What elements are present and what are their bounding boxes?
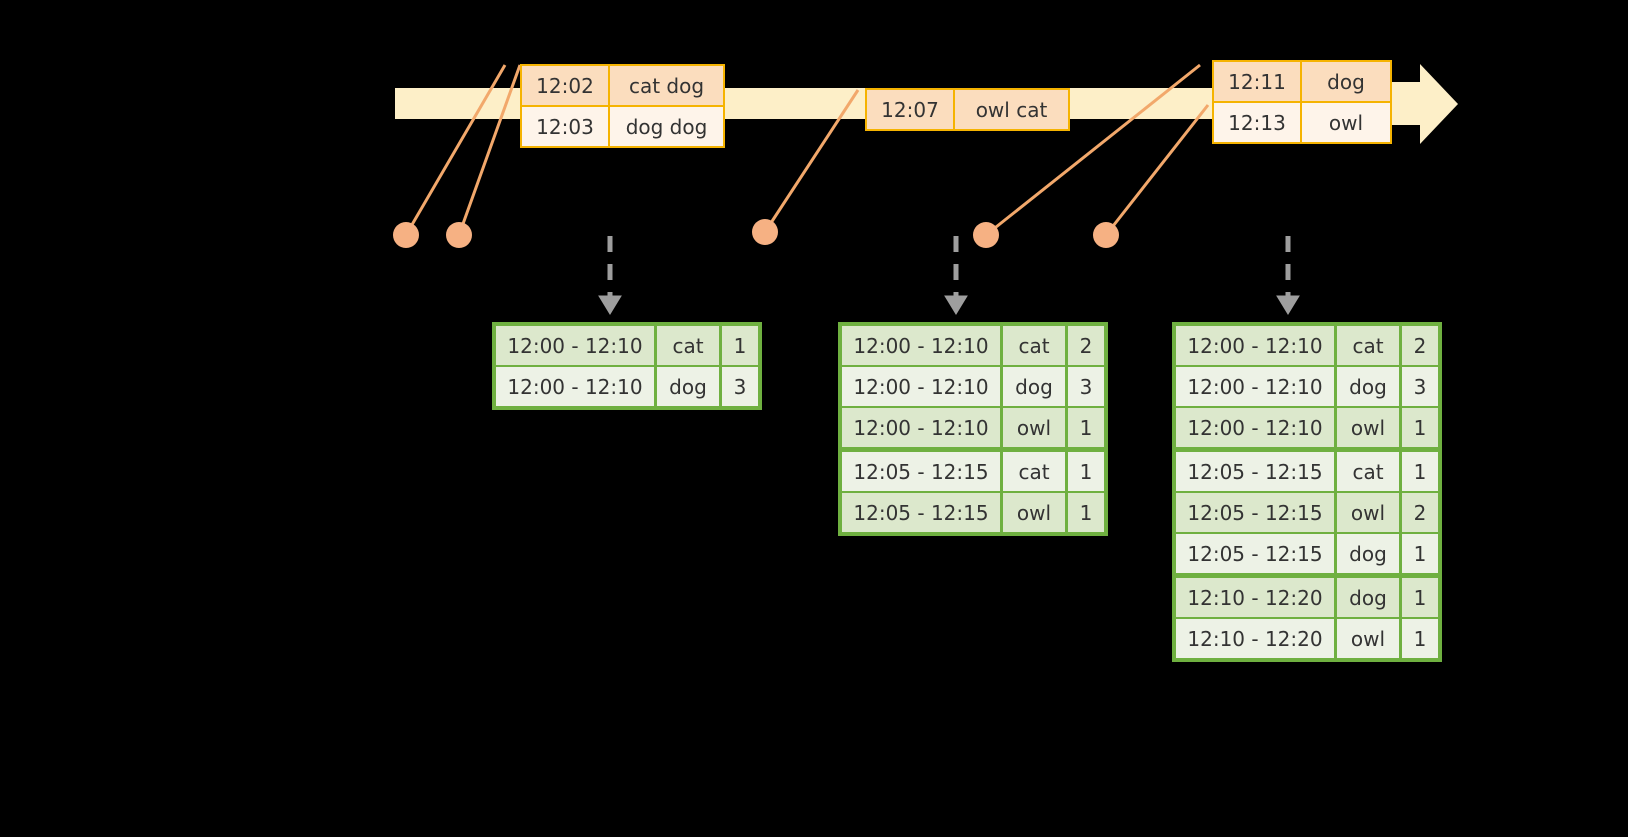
- table-cell-word: owl: [1337, 408, 1399, 447]
- event-words: owl cat: [975, 97, 1048, 122]
- table-cell-window: 12:05 - 12:15: [1176, 452, 1334, 491]
- table-cell-window: 12:05 - 12:15: [1176, 534, 1334, 573]
- table-cell-window: 12:10 - 12:20: [1176, 619, 1334, 658]
- table-cell-word: dog: [1337, 534, 1399, 573]
- table-cell-word: dog: [1337, 578, 1399, 617]
- event-time: 12:11: [1214, 62, 1302, 101]
- table-cell-count: 1: [1402, 534, 1438, 573]
- event-words: cat dog: [628, 73, 705, 98]
- table-cell-window: 12:00 - 12:10: [496, 326, 654, 365]
- table-cell-count: 3: [1402, 367, 1438, 406]
- table-cell-window: 12:00 - 12:10: [1176, 408, 1334, 447]
- timeline-event-box[interactable]: 12:07 owl cat: [865, 88, 1070, 131]
- connector-1202-dot: [393, 222, 419, 248]
- table-cell-count: 3: [1068, 367, 1104, 406]
- timeline-event-row: 12:07 owl cat: [867, 90, 1068, 129]
- table-cell-window: 12:00 - 12:10: [496, 367, 654, 406]
- connector-1213-dot: [1093, 222, 1119, 248]
- table-cell-word: dog: [657, 367, 719, 406]
- table-cell-count: 2: [1068, 326, 1104, 365]
- table-cell-word: owl: [1003, 493, 1065, 532]
- table-cell-word: dog: [1337, 367, 1399, 406]
- event-words: owl: [1328, 110, 1364, 135]
- table-cell-count: 1: [1068, 493, 1104, 532]
- event-time: 12:13: [1214, 103, 1302, 142]
- table-cell-window: 12:05 - 12:15: [842, 452, 1000, 491]
- table-cell-count: 2: [1402, 493, 1438, 532]
- table-cell-word: cat: [1337, 326, 1399, 365]
- table-cell-count: 1: [1402, 578, 1438, 617]
- table-cell-window: 12:00 - 12:10: [1176, 367, 1334, 406]
- event-time: 12:03: [522, 107, 610, 146]
- table-cell-count: 1: [1068, 408, 1104, 447]
- table-cell-count: 1: [1402, 452, 1438, 491]
- connector-1211: [985, 63, 1201, 237]
- table-cell-window: 12:00 - 12:10: [1176, 326, 1334, 365]
- table-cell-window: 12:00 - 12:10: [842, 367, 1000, 406]
- table-cell-word: cat: [1003, 326, 1065, 365]
- table-cell-count: 1: [722, 326, 758, 365]
- event-words: dog: [1327, 69, 1365, 94]
- timeline-event-row: 12:03 dog dog: [522, 105, 723, 146]
- timeline-event-box[interactable]: 12:02 cat dog 12:03 dog dog: [520, 64, 725, 148]
- connector-1211-dot: [973, 222, 999, 248]
- table-cell-window: 12:05 - 12:15: [1176, 493, 1334, 532]
- connector-1203-dot: [446, 222, 472, 248]
- connector-1207: [763, 89, 860, 233]
- table-cell-word: owl: [1337, 619, 1399, 658]
- table-cell-word: cat: [1003, 452, 1065, 491]
- table-cell-window: 12:10 - 12:20: [1176, 578, 1334, 617]
- table-cell-word: owl: [1337, 493, 1399, 532]
- table-cell-count: 3: [722, 367, 758, 406]
- table-cell-word: cat: [657, 326, 719, 365]
- timeline-event-row: 12:02 cat dog: [522, 66, 723, 105]
- table-cell-count: 2: [1402, 326, 1438, 365]
- table-cell-window: 12:05 - 12:15: [842, 493, 1000, 532]
- event-time: 12:02: [522, 66, 610, 105]
- connector-1203: [457, 64, 522, 236]
- table-cell-count: 1: [1402, 408, 1438, 447]
- table-cell-window: 12:00 - 12:10: [842, 326, 1000, 365]
- timeline-arrow-head-icon: [1420, 64, 1458, 144]
- timeline-event-box[interactable]: 12:11 dog 12:13 owl: [1212, 60, 1392, 144]
- table-cell-word: dog: [1003, 367, 1065, 406]
- dashed-arrow-table-1-head-icon: [598, 295, 622, 315]
- dashed-arrow-table-3-head-icon: [1276, 295, 1300, 315]
- table-cell-window: 12:00 - 12:10: [842, 408, 1000, 447]
- table-cell-count: 1: [1068, 452, 1104, 491]
- connector-1213: [1104, 104, 1210, 236]
- table-cell-word: owl: [1003, 408, 1065, 447]
- table-cell-word: cat: [1337, 452, 1399, 491]
- dashed-arrow-table-2-head-icon: [944, 295, 968, 315]
- connector-1202: [404, 64, 507, 236]
- connector-1207-dot: [752, 219, 778, 245]
- event-time: 12:07: [867, 90, 955, 129]
- event-words: dog dog: [625, 114, 708, 139]
- table-cell-count: 1: [1402, 619, 1438, 658]
- timeline-event-row: 12:13 owl: [1214, 101, 1390, 142]
- timeline-event-row: 12:11 dog: [1214, 62, 1390, 101]
